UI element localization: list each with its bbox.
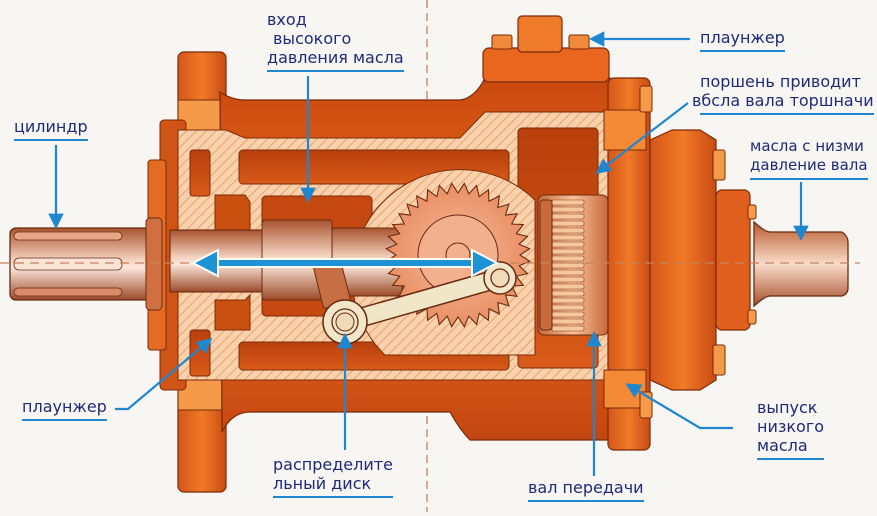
label-plunger-bottom: плаунжер (22, 397, 107, 421)
spur-gear-tooth (551, 283, 585, 290)
label-line: плаунжер (700, 28, 785, 47)
label-line: низкого (757, 417, 825, 436)
spur-gear-tooth (551, 304, 585, 311)
spur-gear-tooth (551, 206, 585, 213)
label-line: льный диск (273, 474, 372, 493)
label-line: плаунжер (22, 397, 107, 416)
label-line: высокого (273, 29, 352, 48)
motion-double-arrow-icon (190, 248, 500, 278)
label-low-pressure-shaft: масла с низми давление вала (750, 137, 868, 180)
label-high-pressure-inlet: вход высокого давления масла (267, 10, 404, 72)
label-piston-drives: поршень приводит вбсла вала торшначи (692, 72, 874, 115)
label-line: давления масла (267, 48, 404, 67)
spur-gear-tooth (551, 199, 585, 206)
spur-gear-tooth (551, 255, 585, 262)
label-distributor-disc: распределите льный диск (273, 455, 393, 498)
label-line: цилиндр (14, 117, 88, 136)
label-cylinder: цилиндр (14, 117, 88, 141)
spur-gear-tooth (551, 241, 585, 248)
spur-gear-tooth (551, 269, 585, 276)
spur-gear-tooth (551, 227, 585, 234)
right-end-cap (603, 77, 849, 451)
label-line: поршень приводит (700, 72, 861, 91)
leader-plunger-bottom (115, 338, 213, 411)
label-line: масла с низми (750, 137, 864, 155)
label-plunger-top: плаунжер (700, 28, 785, 52)
spur-gear-tooth (551, 325, 585, 332)
spur-gear-tooth (551, 290, 585, 297)
label-line: давление вала (750, 156, 868, 174)
spur-gear-tooth (551, 248, 585, 255)
spur-gear-tooth (551, 311, 585, 318)
spur-gear-tooth (551, 318, 585, 325)
leader-piston-drives (595, 102, 689, 174)
label-line: выпуск (757, 398, 818, 417)
label-line: масла (757, 436, 808, 455)
label-transmission-shaft: вал передачи (528, 478, 644, 502)
label-line: распределите (273, 455, 393, 474)
label-line: вал передачи (528, 478, 644, 497)
label-low-oil-outlet: выпуск низкого масла (757, 398, 825, 460)
spur-gear-tooth (551, 213, 585, 220)
spur-gear-tooth (551, 262, 585, 269)
spur-gear (537, 194, 609, 336)
leader-lines (48, 31, 809, 476)
spur-gear-tooth (551, 276, 585, 283)
spur-gear-tooth (551, 234, 585, 241)
label-line: вход (267, 10, 307, 29)
spur-gear-tooth (551, 297, 585, 304)
leader-low-oil-outlet (625, 383, 733, 430)
label-line: вбсла вала торшначи (692, 91, 874, 110)
spur-gear-tooth (551, 220, 585, 227)
